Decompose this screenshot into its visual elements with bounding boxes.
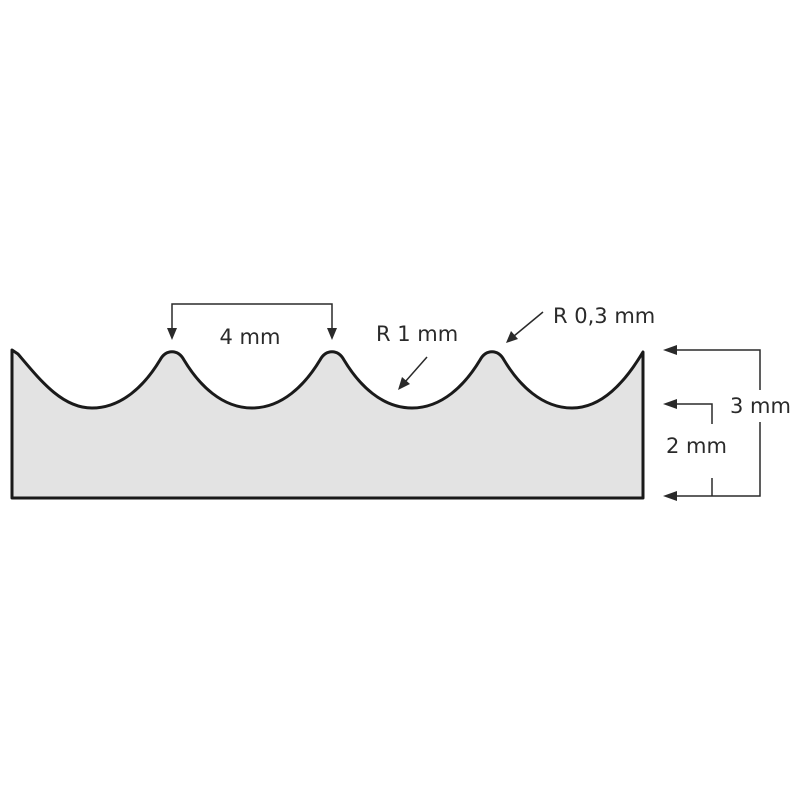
peak-radius-callout: R 0,3 mm	[506, 304, 655, 343]
pitch-dimension: 4 mm	[167, 303, 337, 349]
pitch-arrow-left-icon	[167, 328, 177, 340]
valley-radius-callout: R 1 mm	[376, 322, 458, 390]
valley-radius-label: R 1 mm	[376, 322, 458, 346]
base-height-dimension: 2 mm	[663, 399, 727, 496]
profile-outline	[10, 348, 645, 500]
total-height-label: 3 mm	[730, 394, 791, 418]
pitch-arrow-right-icon	[327, 328, 337, 340]
total-height-arrow-top-icon	[663, 345, 677, 355]
valley-radius-arrow-icon	[398, 377, 410, 390]
base-height-arrow-top-icon	[663, 399, 677, 409]
total-height-arrow-bottom-icon	[663, 491, 677, 501]
base-height-label: 2 mm	[666, 434, 727, 458]
peak-radius-label: R 0,3 mm	[553, 304, 655, 328]
peak-radius-arrow-icon	[506, 331, 518, 343]
profile-body	[12, 350, 643, 498]
pitch-label: 4 mm	[220, 325, 281, 349]
total-height-dimension: 3 mm	[663, 345, 791, 501]
